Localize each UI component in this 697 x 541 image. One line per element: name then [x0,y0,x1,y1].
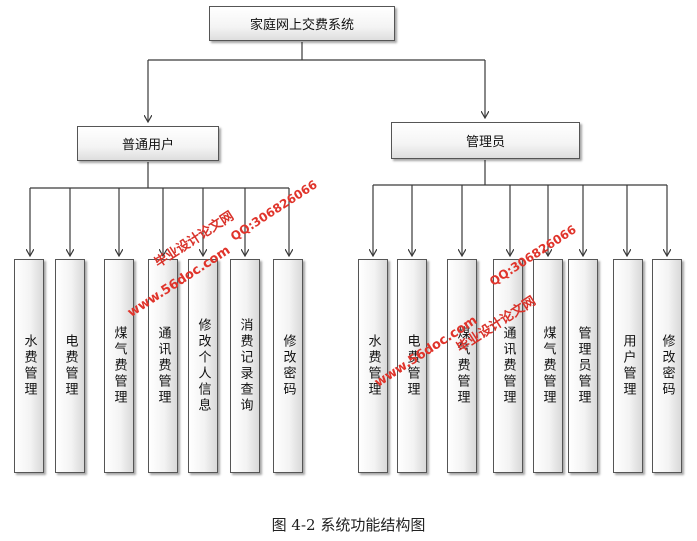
admin-leaf-label: 管理员管理 [575,326,591,406]
admin-leaf-water: 水费管理 [358,259,388,473]
user-group-node: 普通用户 [77,126,219,161]
admin-leaf-change-password: 修改密码 [652,259,682,473]
user-leaf-water: 水费管理 [14,259,44,473]
admin-leaf-telecom: 通讯费管理 [493,259,523,473]
admin-group-node: 管理员 [391,122,580,159]
user-leaf-label: 消费记录查询 [237,318,253,414]
user-leaf-electricity: 电费管理 [55,259,85,473]
user-leaf-consumption-query: 消费记录查询 [230,259,260,473]
user-leaf-label: 水费管理 [21,334,37,398]
admin-leaf-user-manage: 用户管理 [613,259,643,473]
user-leaf-edit-profile: 修改个人信息 [188,259,218,473]
root-node: 家庭网上交费系统 [209,6,395,41]
user-group-label: 普通用户 [121,138,174,153]
root-node-label: 家庭网上交费系统 [249,18,354,33]
admin-leaf-label: 煤气费管理 [454,326,470,406]
admin-leaf-label: 煤气费管理 [540,326,556,406]
figure-caption: 图 4-2 系统功能结构图 [271,516,426,534]
user-leaf-gas: 煤气费管理 [104,259,134,473]
admin-leaf-admin-manage: 管理员管理 [568,259,598,473]
admin-leaf-gas-2: 煤气费管理 [533,259,563,473]
admin-leaf-label: 修改密码 [659,334,675,398]
user-leaf-label: 煤气费管理 [111,326,127,406]
admin-group-label: 管理员 [465,135,505,150]
user-leaf-label: 修改个人信息 [195,318,211,414]
user-leaf-label: 修改密码 [280,334,296,398]
admin-leaf-label: 用户管理 [620,334,636,398]
admin-leaf-electricity: 电费管理 [397,259,427,473]
user-leaf-label: 通讯费管理 [155,326,171,406]
user-leaf-telecom: 通讯费管理 [148,259,178,473]
user-leaf-label: 电费管理 [62,334,78,398]
admin-leaf-label: 电费管理 [404,334,420,398]
admin-leaf-label: 水费管理 [365,334,381,398]
admin-leaf-gas: 煤气费管理 [447,259,477,473]
user-leaf-change-password: 修改密码 [273,259,303,473]
admin-leaf-label: 通讯费管理 [500,326,516,406]
